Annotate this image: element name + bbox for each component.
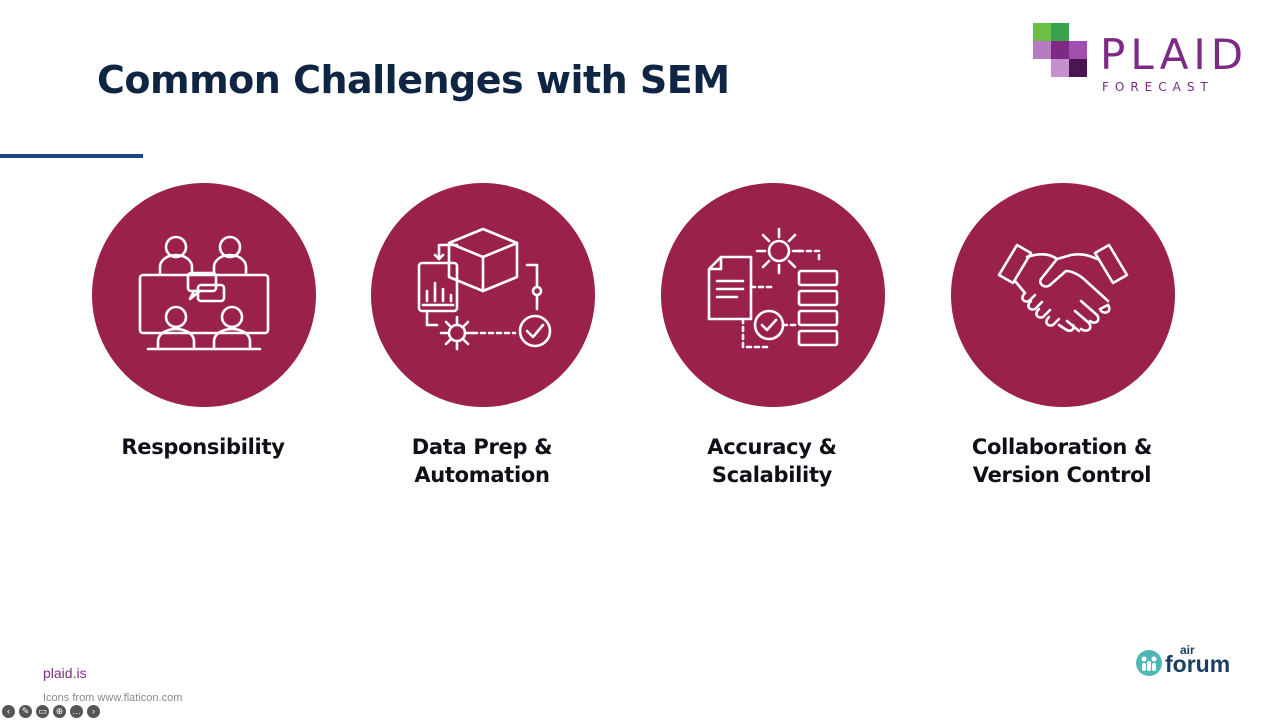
team-meeting-icon xyxy=(138,235,270,351)
challenge-label: Data Prep & Automation xyxy=(411,435,553,487)
icon-circle xyxy=(371,183,595,407)
icon-circle xyxy=(951,183,1175,407)
challenge-label: Accuracy & Scalability xyxy=(707,435,837,487)
zoom-icon[interactable]: ⊕ xyxy=(53,705,66,718)
plaid-logo-mark xyxy=(1033,23,1087,77)
challenge-label: Collaboration & Version Control xyxy=(971,435,1153,487)
previous-slide-icon[interactable]: ‹ xyxy=(2,705,15,718)
icon-circle xyxy=(661,183,885,407)
icon-credit: Icons from www.flaticon.com xyxy=(43,692,183,704)
page-title: Common Challenges with SEM xyxy=(97,58,730,102)
forum-logo-word: forum xyxy=(1165,651,1231,677)
pen-icon[interactable]: ✎ xyxy=(19,705,32,718)
logo-subtitle: FORECAST xyxy=(1102,80,1214,94)
title-underline xyxy=(0,154,143,158)
handshake-icon xyxy=(997,243,1129,333)
logo-wordmark: PLAID xyxy=(1100,30,1249,79)
more-options-icon[interactable]: … xyxy=(70,705,83,718)
data-automation-icon xyxy=(417,227,552,351)
forum-logo-small: air xyxy=(1180,643,1195,657)
forum-logo-icon xyxy=(1136,650,1162,676)
next-slide-icon[interactable]: › xyxy=(87,705,100,718)
plaid-forecast-logo: PLAID FORECAST xyxy=(1030,20,1260,100)
process-gear-icon xyxy=(707,227,839,349)
website-link[interactable]: plaid.is xyxy=(43,665,87,681)
challenge-label: Responsibility xyxy=(121,435,285,459)
captions-icon[interactable]: ▭ xyxy=(36,705,49,718)
icon-circle xyxy=(92,183,316,407)
presentation-controls: ‹ ✎ ▭ ⊕ … › xyxy=(2,705,100,719)
air-forum-logo: air forum xyxy=(1133,643,1243,683)
